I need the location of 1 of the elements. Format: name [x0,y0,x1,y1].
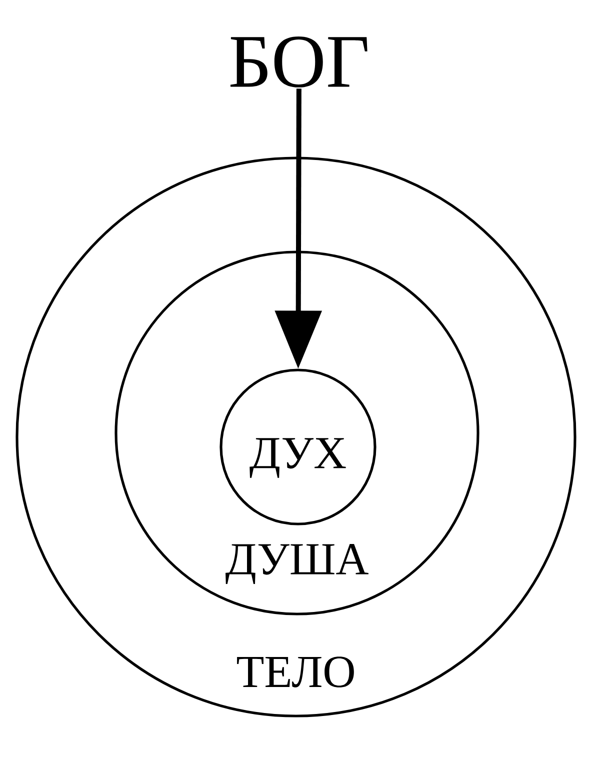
title-label: БОГ [230,36,368,88]
